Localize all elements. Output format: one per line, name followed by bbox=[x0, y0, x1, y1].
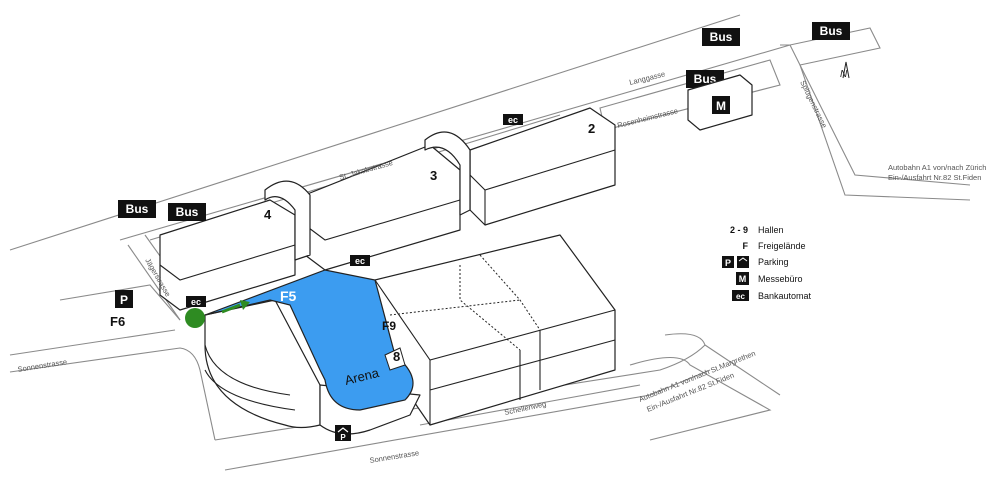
hall-east-dotted bbox=[389, 254, 541, 351]
legend-parking-badge bbox=[722, 256, 734, 268]
hall-3-floorline bbox=[304, 199, 461, 241]
bus-stop-badge bbox=[168, 203, 206, 221]
road-edge bbox=[789, 44, 971, 186]
covered-parking-roof bbox=[337, 427, 349, 433]
road-edge bbox=[780, 27, 881, 66]
road-edge bbox=[799, 64, 971, 201]
road-edge bbox=[127, 244, 181, 321]
atm-markers: ec ec ec bbox=[186, 114, 523, 307]
hall-3-number: 3 bbox=[430, 168, 437, 183]
atm-label: ec bbox=[355, 256, 365, 266]
covered-parking-icon bbox=[335, 425, 351, 441]
north-arrow-shape bbox=[842, 61, 850, 79]
bus-stop-label: Bus bbox=[126, 202, 149, 216]
legend-key-parking: P bbox=[725, 258, 731, 268]
legend-label-freigelaende: Freigelände bbox=[758, 241, 806, 251]
area-f9-label: F9 bbox=[382, 319, 396, 333]
legend-covered-parking-roof bbox=[738, 257, 748, 262]
atm-label: ec bbox=[508, 115, 518, 125]
curved-hall-floorline bbox=[204, 344, 296, 411]
legend-label-halls: Hallen bbox=[758, 225, 784, 235]
road-edge bbox=[664, 333, 781, 396]
road-edge bbox=[629, 357, 772, 441]
legend-messebuero-badge bbox=[736, 272, 749, 285]
covered-parking-icon bbox=[737, 256, 749, 268]
hall-east-floorline bbox=[429, 339, 616, 425]
road-edge bbox=[224, 369, 711, 471]
bus-stop-badge bbox=[702, 28, 740, 46]
bus-stop-label: Bus bbox=[176, 205, 199, 219]
legend-label-messebuero: Messebüro bbox=[758, 274, 803, 284]
bus-stop-label: Bus bbox=[710, 30, 733, 44]
north-label: N bbox=[840, 69, 848, 80]
parking-badge bbox=[115, 290, 133, 308]
atm-badge bbox=[503, 114, 523, 125]
hall-3-connector bbox=[424, 131, 471, 216]
legend: 2 - 9 Hallen F Freigelände P Parking M M… bbox=[722, 225, 812, 301]
hall-8-marker bbox=[384, 347, 406, 371]
atm-badge bbox=[186, 296, 206, 307]
direction-arrow-icon bbox=[221, 303, 241, 314]
bus-stops: Bus Bus Bus Bus Bus bbox=[118, 22, 850, 221]
autobahn-south-line1: Autobahn A1 von/nach St.Margrethen bbox=[637, 349, 756, 404]
legend-key-atm: ec bbox=[736, 292, 745, 301]
covered-parking-label: P bbox=[340, 433, 346, 442]
messebuero: M bbox=[687, 74, 753, 131]
street-sonnenstrasse-bottom: Sonnenstrasse bbox=[369, 448, 420, 465]
street-langgasse: Langgasse bbox=[628, 69, 666, 87]
area-f5-label: F5 bbox=[280, 288, 297, 304]
legend-atm-badge bbox=[732, 290, 749, 301]
road-edge bbox=[9, 347, 216, 441]
hall-4-floorline bbox=[159, 244, 296, 281]
road-edge bbox=[419, 384, 641, 426]
area-f6-label: F6 bbox=[110, 314, 125, 329]
legend-label-parking: Parking bbox=[758, 257, 789, 267]
bus-stop-label: Bus bbox=[820, 24, 843, 38]
autobahn-east-line1: Autobahn A1 von/nach Zürich bbox=[888, 163, 986, 172]
legend-key-freigelaende: F bbox=[743, 241, 749, 251]
hall-2-number: 2 bbox=[588, 121, 595, 136]
bus-stop-badge bbox=[118, 200, 156, 218]
hall-4-connector bbox=[264, 180, 311, 261]
autobahn-east-line2: Ein-/Ausfahrt Nr.82 St.Fiden bbox=[888, 173, 981, 182]
hall-4-number: 4 bbox=[264, 207, 272, 222]
parking-label: P bbox=[120, 293, 128, 307]
street-sonnenstrasse-left: Sonnenstrasse bbox=[17, 357, 68, 374]
hall-8-number: 8 bbox=[393, 349, 400, 364]
roads bbox=[9, 14, 971, 471]
legend-label-atm: Bankautomat bbox=[758, 291, 812, 301]
legend-key-halls: 2 - 9 bbox=[730, 225, 748, 235]
atm-badge bbox=[350, 255, 370, 266]
road-edge bbox=[9, 329, 176, 356]
street-rosenheimstrasse: Rosenheimstrasse bbox=[616, 106, 678, 130]
atm-label: ec bbox=[191, 297, 201, 307]
direction-arrow-head bbox=[240, 300, 250, 310]
street-splugenstrasse: Splügenstrasse bbox=[798, 79, 829, 129]
hall-4-building bbox=[159, 199, 296, 311]
bus-stop-label: Bus bbox=[694, 72, 717, 86]
hall-east-column bbox=[519, 330, 541, 400]
legend-key-messebuero: M bbox=[739, 274, 747, 284]
curved-hall-building bbox=[204, 299, 321, 429]
messebuero-badge bbox=[712, 96, 730, 114]
road-edge bbox=[59, 284, 181, 321]
bus-stop-badge bbox=[812, 22, 850, 40]
entrance-dot-icon bbox=[185, 308, 205, 328]
hall-block-north bbox=[159, 107, 616, 311]
north-arrow-icon: N bbox=[840, 61, 850, 80]
messebuero-label: M bbox=[716, 99, 726, 113]
